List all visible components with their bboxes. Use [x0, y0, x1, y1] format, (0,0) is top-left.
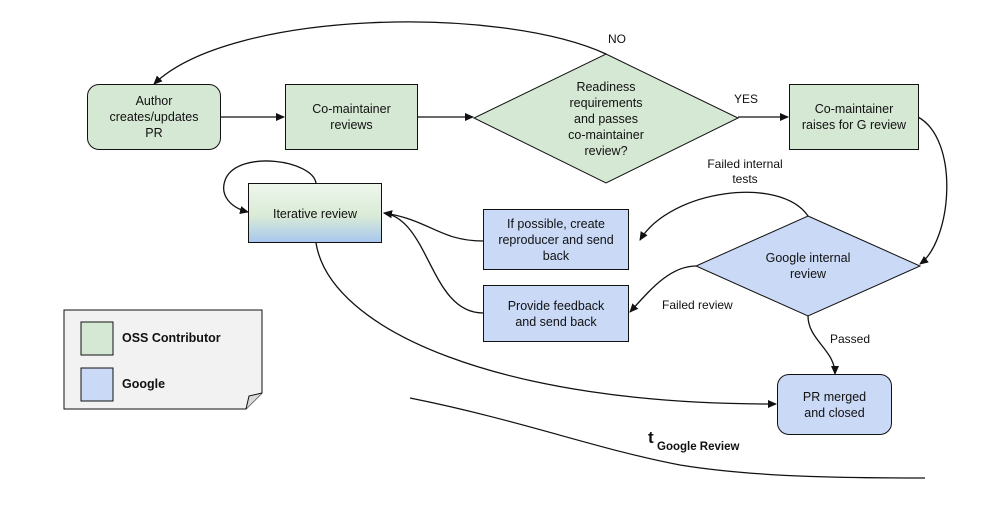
readiness-decision-label: Readiness requirements and passes co-mai…	[568, 80, 644, 158]
edge-label-failed-internal-tests: Failed internal tests	[707, 157, 783, 186]
edge-failed-review-to-feedback	[629, 265, 697, 313]
comaintainer-reviews-box: Co-maintainer reviews	[285, 84, 418, 150]
pr-merged-box: PR merged and closed	[777, 374, 892, 435]
edge-passed-to-merged	[807, 315, 839, 375]
edge-failed-tests-to-reproducer	[639, 191, 809, 241]
iterative-review-box: Iterative review	[248, 183, 382, 243]
legend-label-oss: OSS Contributor	[122, 331, 221, 345]
edge-feedback-to-iterative	[383, 210, 484, 314]
edge-iterative-to-merged	[315, 242, 777, 409]
edge-no-to-author	[153, 21, 607, 85]
google-internal-review-label: Google internal review	[765, 251, 851, 281]
timeline-subscript: Google Review	[657, 441, 740, 453]
edge-iterative-self-loop	[223, 160, 317, 214]
timeline-curve	[409, 397, 926, 479]
edge-label-no: NO	[608, 32, 626, 46]
legend-swatch-google	[80, 367, 114, 402]
timeline-symbol: t	[648, 428, 654, 447]
edge-label-passed: Passed	[830, 332, 871, 346]
edge-label-failed-review: Failed review	[662, 298, 733, 312]
create-reproducer-box: If possible, create reproducer and send …	[483, 209, 629, 270]
edge-raises-to-google	[917, 116, 948, 265]
edge-reproducer-to-iterative	[383, 210, 484, 242]
legend-swatch-oss	[80, 321, 114, 356]
readiness-decision-diamond	[472, 53, 740, 184]
legend-label-google: Google	[122, 377, 166, 391]
author-box: Author creates/updates PR	[87, 84, 221, 150]
edge-label-yes: YES	[734, 92, 759, 106]
provide-feedback-box: Provide feedback and send back	[483, 285, 629, 342]
raises-g-review-box: Co-maintainer raises for G review	[789, 84, 919, 150]
